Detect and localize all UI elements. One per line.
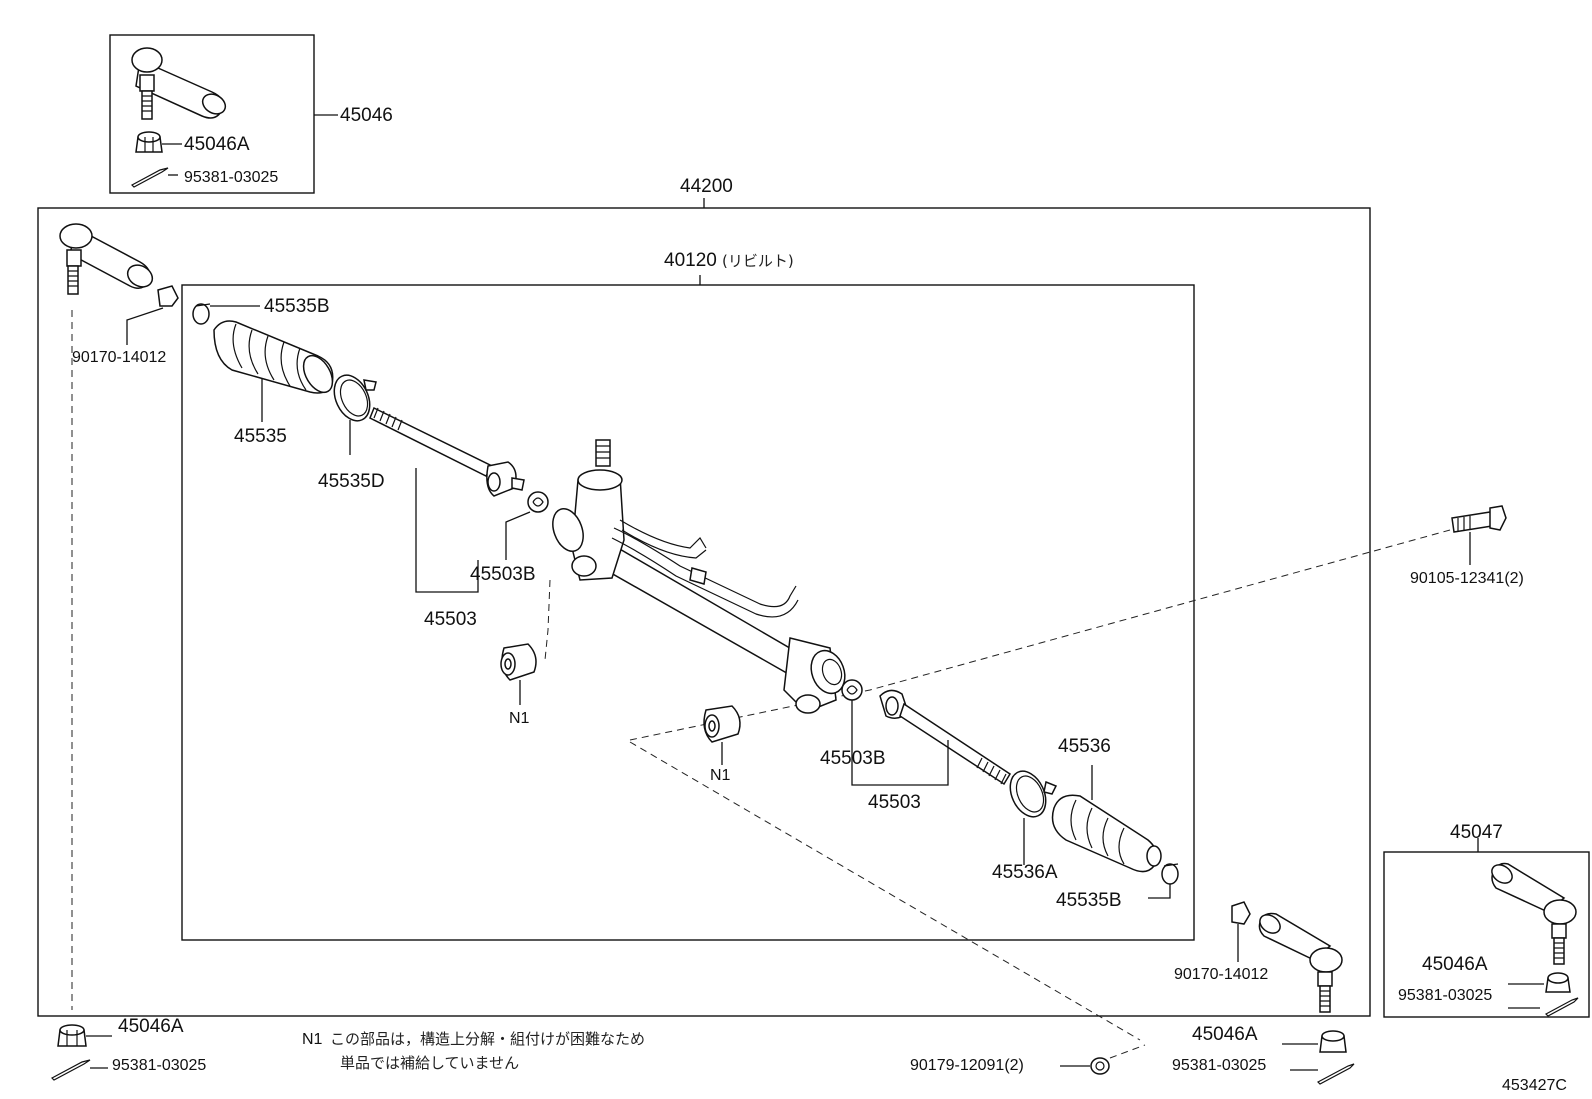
cotter-pin-icon xyxy=(131,167,169,188)
nut-icon xyxy=(135,131,163,153)
part-label: 45535 xyxy=(234,426,287,447)
rack-end-lh-icon xyxy=(369,406,525,497)
diagram-id: 453427C xyxy=(1502,1077,1567,1094)
nut-icon xyxy=(1319,1030,1347,1053)
part-label: N1 xyxy=(710,767,731,784)
rack-end-rh-icon xyxy=(879,689,1012,786)
part-label: 45046A xyxy=(1192,1024,1258,1045)
part-label: 45535D xyxy=(318,471,385,492)
part-note-label: (リビルト) xyxy=(722,252,794,270)
part-label: 45046A xyxy=(1422,954,1488,975)
bolt-icon xyxy=(1090,1057,1110,1075)
part-label: 45046A xyxy=(184,134,250,155)
outer-tie-rod-end-lh-icon xyxy=(59,223,154,295)
part-label: 90170-14012 xyxy=(72,349,166,366)
tie-rod-end-lh-icon xyxy=(131,47,227,120)
bushing-icon xyxy=(703,705,741,743)
part-label: 45536A xyxy=(992,862,1058,883)
cotter-pin-icon xyxy=(1545,997,1579,1017)
part-label: 45503 xyxy=(424,609,477,630)
cotter-pin-icon xyxy=(51,1059,91,1081)
boot-clip-icon xyxy=(1161,863,1179,885)
part-label: 44200 xyxy=(680,176,733,197)
steering-gear-housing-icon xyxy=(552,439,846,714)
part-label: 45536 xyxy=(1058,736,1111,757)
note-marker: N1 xyxy=(302,1031,323,1048)
boot-lh-icon xyxy=(213,320,334,394)
part-label: N1 xyxy=(509,710,530,727)
nut-icon xyxy=(57,1024,87,1047)
part-label: 45503B xyxy=(470,564,536,585)
tie-rod-end-rh-icon xyxy=(1491,862,1577,965)
rebuilt-rack-frame xyxy=(181,284,1195,941)
part-label: 90179-12091(2) xyxy=(910,1057,1024,1074)
part-label: 95381-03025 xyxy=(184,169,278,186)
part-label: 95381-03025 xyxy=(1398,987,1492,1004)
boot-rh-icon xyxy=(1051,794,1162,873)
note-line-1: この部品は，構造上分解・組付けが困難なため xyxy=(330,1030,645,1048)
tie-rod-end-lh-box xyxy=(109,34,315,194)
boot-clip-icon xyxy=(192,303,211,325)
part-label: 90105-12341(2) xyxy=(1410,570,1524,587)
part-label: 45535B xyxy=(264,296,330,317)
part-label: 40120 xyxy=(664,250,717,271)
part-label: 95381-03025 xyxy=(1172,1057,1266,1074)
nut-icon xyxy=(1545,972,1571,993)
nut-icon xyxy=(1231,901,1251,925)
part-label: 95381-03025 xyxy=(112,1057,206,1074)
tie-rod-end-rh-box xyxy=(1383,851,1590,1018)
part-label: 45046 xyxy=(340,105,393,126)
part-label: 45503B xyxy=(820,748,886,769)
boot-clamp-rh-icon xyxy=(1009,770,1058,818)
part-label: 45046A xyxy=(118,1016,184,1037)
claw-washer-icon xyxy=(841,679,863,701)
part-label: 45535B xyxy=(1056,890,1122,911)
outer-tie-rod-end-rh-icon xyxy=(1258,912,1343,1013)
part-label: 90170-14012 xyxy=(1174,966,1268,983)
claw-washer-icon xyxy=(527,491,549,513)
part-label: 45503 xyxy=(868,792,921,813)
bushing-icon xyxy=(500,643,537,681)
note-line-2: 単品では補給していません xyxy=(340,1054,519,1072)
part-label: 45047 xyxy=(1450,822,1503,843)
cotter-pin-icon xyxy=(1317,1063,1355,1085)
nut-icon xyxy=(157,285,179,307)
bolt-icon xyxy=(1451,505,1507,533)
boot-clamp-lh-icon xyxy=(333,374,377,422)
